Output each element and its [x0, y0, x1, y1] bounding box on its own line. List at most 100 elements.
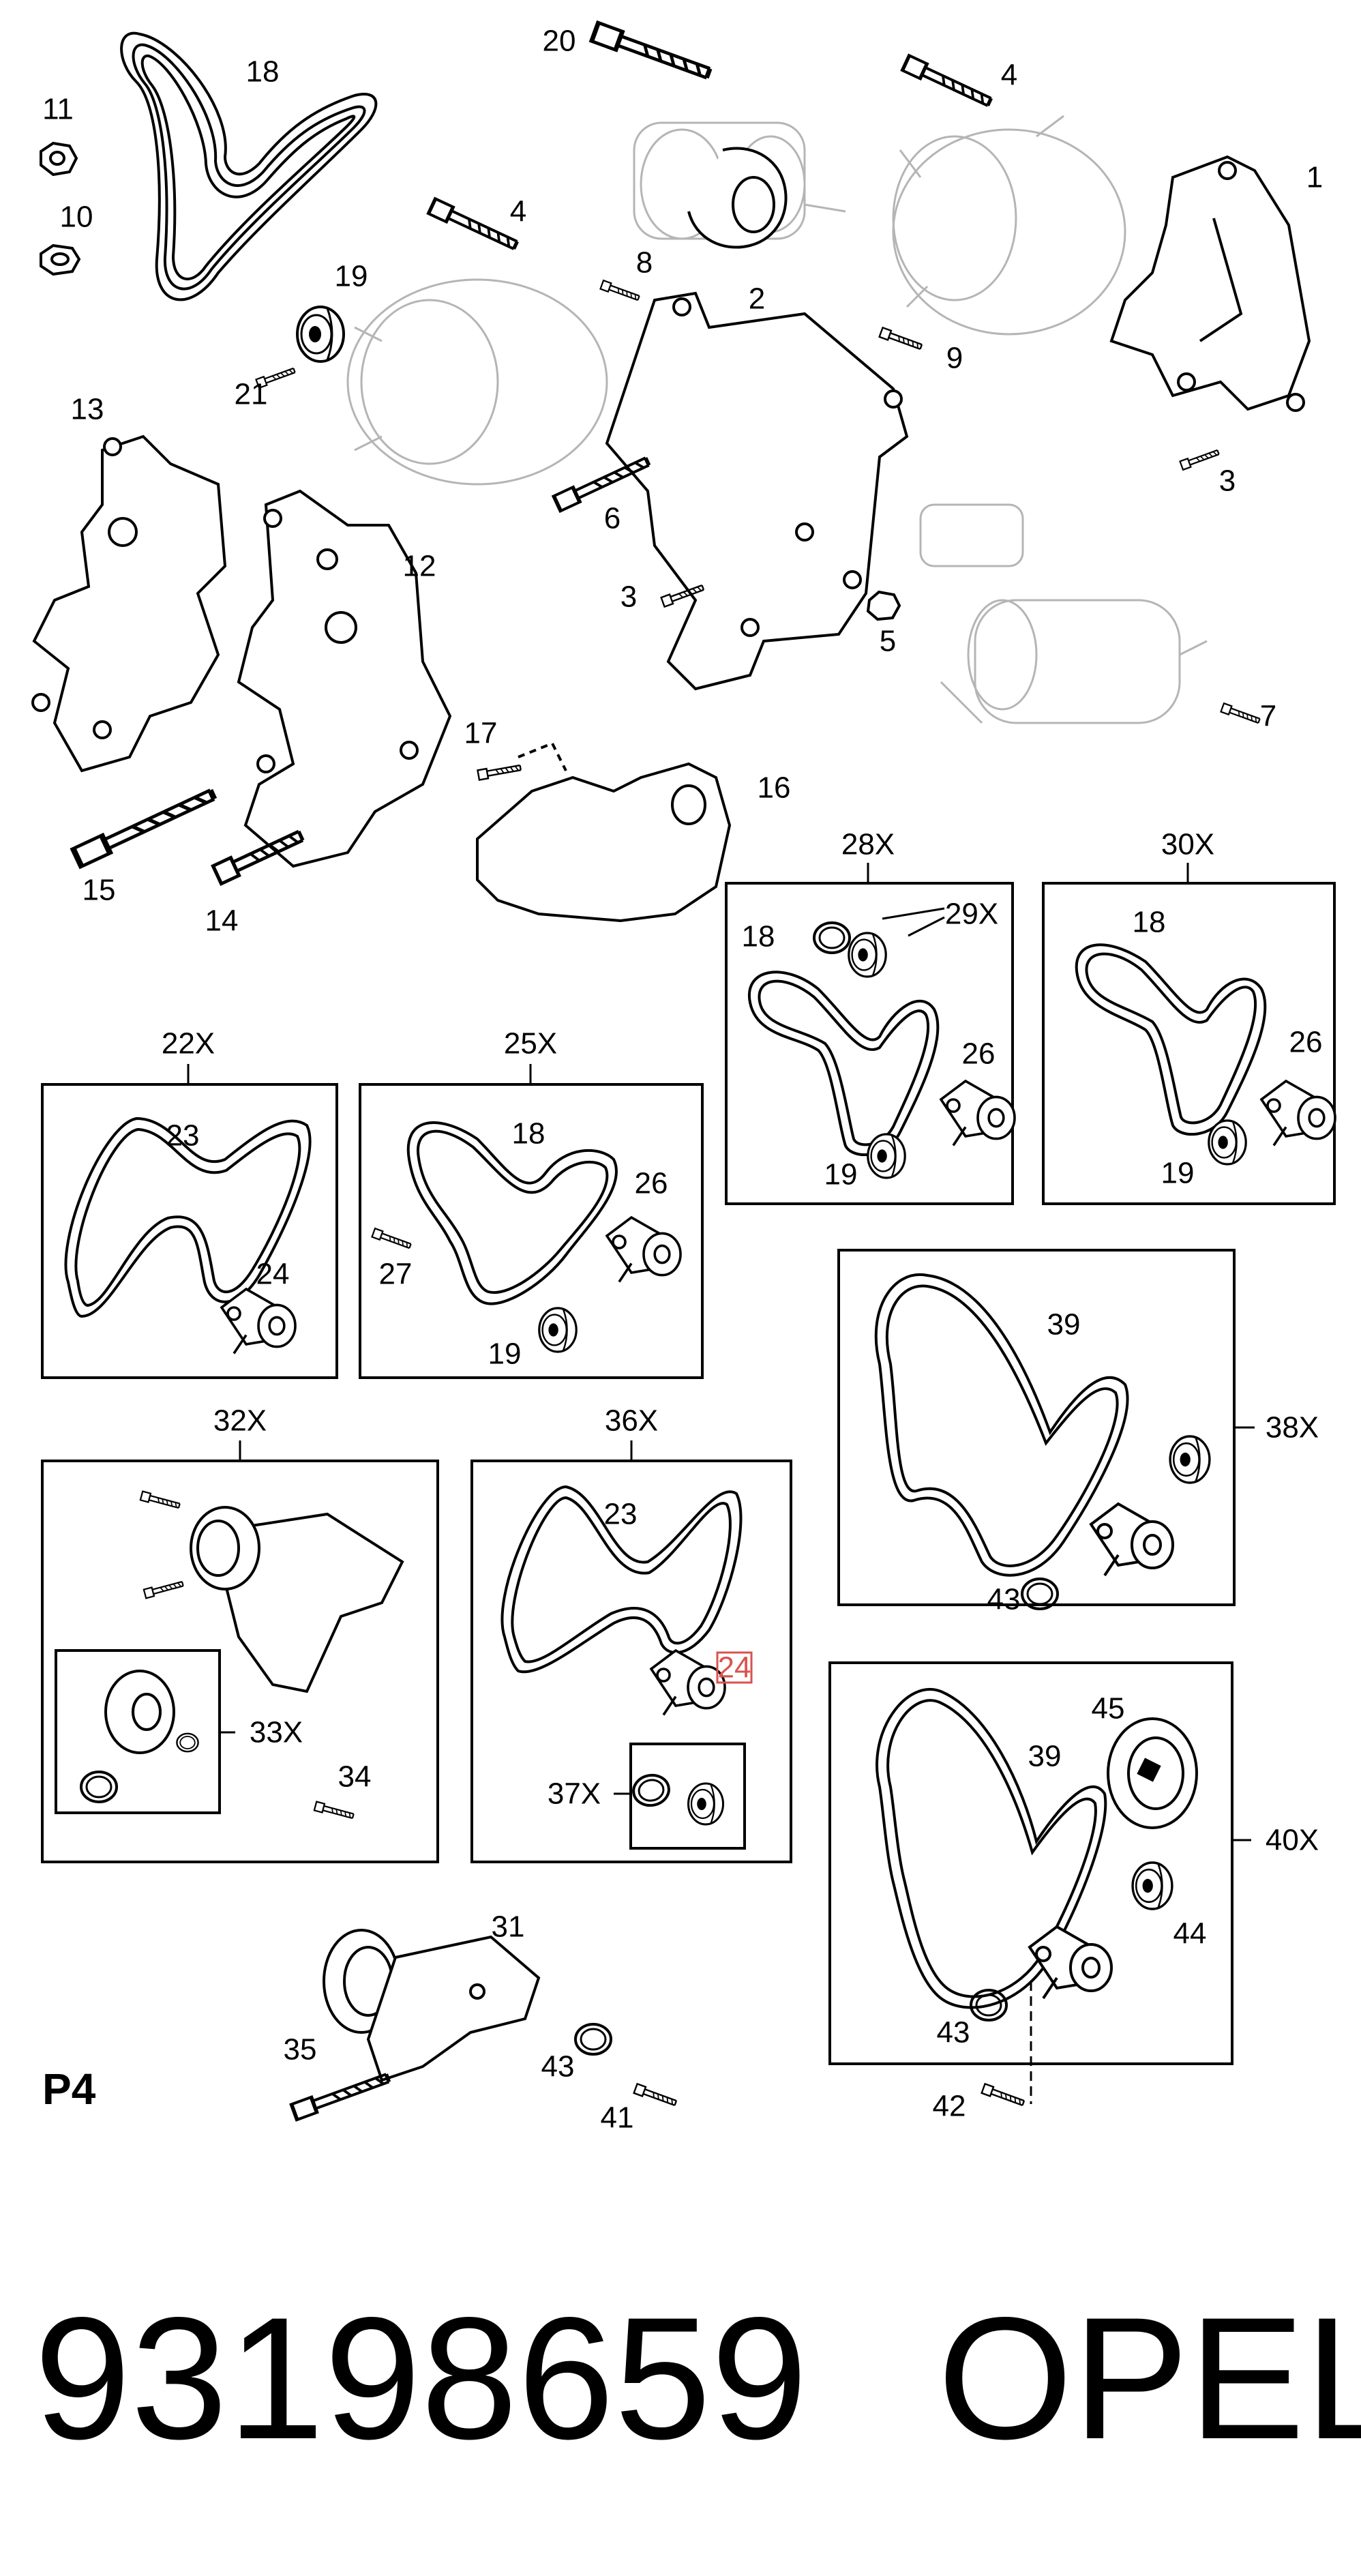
crank-pulley-45 [1107, 1717, 1198, 1829]
callout-34: 34 [338, 1760, 372, 1794]
kit-box-37x [629, 1743, 746, 1850]
callout-39: 39 [1028, 1740, 1062, 1773]
callout-26: 26 [635, 1167, 668, 1200]
highlight-box-24 [716, 1651, 753, 1684]
mounting-bracket-16 [476, 741, 732, 923]
callout-17: 17 [464, 717, 498, 750]
callout-19: 19 [488, 1337, 522, 1371]
alternator-ghost-right [892, 115, 1126, 336]
callout-24: 24 [256, 1258, 290, 1291]
callout-4: 4 [510, 195, 526, 228]
alternator-ghost-left [346, 278, 608, 486]
kit-38x-contents [874, 1273, 1211, 1610]
callout-21: 21 [235, 378, 268, 411]
callout-15: 15 [83, 874, 116, 907]
callout-13: 13 [71, 393, 104, 426]
poly-v-belt-18 [120, 31, 378, 301]
nut-11 [40, 141, 78, 177]
bolt-35 [291, 2071, 390, 2120]
kit-28x-contents [747, 921, 1016, 1179]
callout-37x: 37X [548, 1777, 601, 1811]
kit-box-22x [41, 1083, 338, 1379]
callout-19: 19 [335, 260, 368, 293]
bolt-20 [592, 23, 712, 83]
bolt-7 [1220, 702, 1261, 726]
tensioner-assembly-31 [323, 1929, 541, 2082]
callout-36x: 36X [605, 1404, 658, 1438]
callout-5: 5 [880, 625, 896, 658]
callout-11: 11 [42, 93, 74, 126]
callout-18: 18 [512, 1117, 545, 1151]
callout-29x: 29X [945, 898, 998, 931]
mounting-bracket-13 [31, 434, 227, 773]
callout-3: 3 [620, 580, 637, 614]
bolt-17 [477, 762, 522, 781]
callout-7: 7 [1260, 700, 1276, 733]
callout-19: 19 [1161, 1157, 1195, 1190]
callout-19: 19 [824, 1158, 858, 1191]
callout-9: 9 [946, 342, 963, 375]
callout-43: 43 [987, 1583, 1021, 1616]
kit-leader-lines [187, 863, 1255, 1841]
bolt-4-mid [428, 198, 519, 252]
callout-30x: 30X [1161, 828, 1214, 861]
page-label: P4 [42, 2064, 96, 2114]
callout-20: 20 [543, 25, 576, 58]
kit-25x-contents [371, 1121, 682, 1353]
callout-27: 27 [379, 1258, 413, 1291]
kit-box-38x [837, 1249, 1236, 1606]
callout-24-highlighted: 24 [718, 1651, 751, 1685]
callout-18: 18 [246, 55, 280, 89]
bolt-4-top [902, 55, 993, 109]
callout-18: 18 [1133, 906, 1166, 939]
callout-6: 6 [604, 502, 620, 535]
callout-4: 4 [1001, 59, 1017, 92]
callout-12: 12 [403, 550, 436, 583]
callout-39: 39 [1047, 1308, 1081, 1342]
kit-32x-contents [80, 1490, 404, 1822]
mounting-bracket-1 [1109, 155, 1311, 412]
bolt-15 [73, 786, 216, 866]
callout-31: 31 [492, 1910, 525, 1944]
callout-14: 14 [205, 904, 239, 938]
bolt-3-right [1179, 447, 1221, 471]
nut-5 [866, 590, 901, 621]
bolt-41 [633, 2083, 678, 2109]
callout-32x: 32X [213, 1404, 267, 1438]
callout-43: 43 [541, 2050, 575, 2084]
callout-26: 26 [1289, 1026, 1323, 1059]
bolt-8 [599, 280, 641, 304]
callout-numbers: 20 18 11 10 19 21 4 4 1 8 2 9 3 13 12 6 … [42, 25, 1323, 2135]
callout-8: 8 [636, 246, 653, 280]
callout-10: 10 [60, 201, 93, 234]
callout-41: 41 [601, 2101, 634, 2135]
bolt-6 [554, 454, 650, 511]
alternator-bracket-core [687, 147, 788, 249]
idler-pulley-19 [296, 306, 345, 363]
callout-42: 42 [933, 2090, 966, 2123]
kit-40x-contents [876, 1687, 1198, 2109]
callout-23: 23 [604, 1498, 638, 1531]
part-number: 93198659 [34, 2281, 808, 2476]
starter-ghost [919, 503, 1208, 724]
kit-30x-contents [1075, 943, 1336, 1166]
mounting-bracket-12 [237, 489, 452, 868]
nut-10 [40, 243, 81, 276]
callout-44: 44 [1173, 1917, 1207, 1951]
callout-28x: 28X [841, 828, 895, 861]
callout-35: 35 [284, 2033, 317, 2067]
callout-22x: 22X [162, 1027, 215, 1061]
callout-43: 43 [937, 2016, 970, 2049]
callout-16: 16 [758, 771, 791, 805]
kit-36x-contents [500, 1485, 753, 1826]
callout-1: 1 [1306, 161, 1323, 194]
callout-23: 23 [166, 1119, 200, 1153]
callout-38x: 38X [1266, 1411, 1319, 1445]
callout-26: 26 [962, 1037, 996, 1071]
callout-40x: 40X [1266, 1824, 1319, 1857]
kit-box-28x [725, 882, 1014, 1205]
kit-22x-contents [64, 1116, 312, 1355]
bolt-9 [878, 327, 924, 353]
